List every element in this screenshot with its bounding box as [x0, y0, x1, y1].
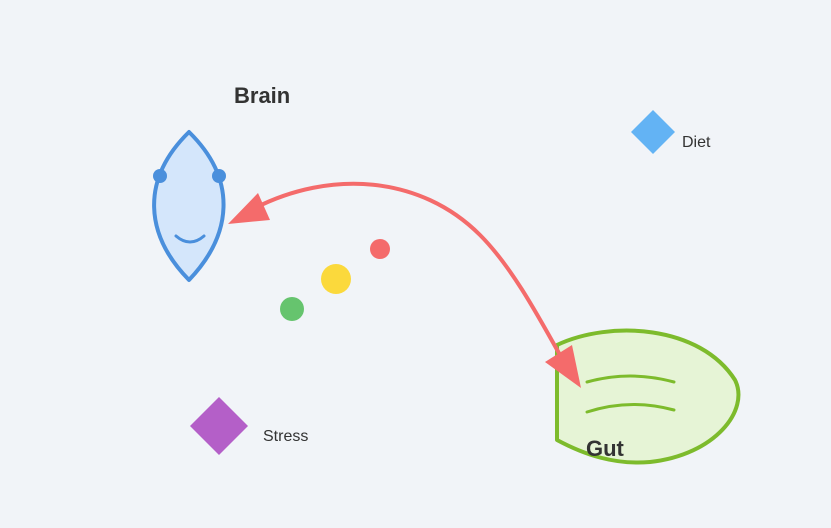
- gut-label: Gut: [586, 436, 625, 461]
- dot-green: [280, 297, 304, 321]
- stress-label: Stress: [263, 428, 308, 445]
- dot-red: [370, 239, 390, 259]
- brain-right-eye: [212, 169, 226, 183]
- signal-dots: [280, 239, 390, 321]
- arrowhead-to-brain: [228, 193, 270, 224]
- brain-icon: [152, 130, 226, 282]
- gut-icon: [555, 328, 741, 465]
- arrowhead-to-gut: [545, 345, 581, 388]
- bidirectional-arrow: [228, 181, 581, 388]
- dot-yellow: [321, 264, 351, 294]
- gut-line-bottom: [585, 403, 676, 414]
- arrow-curve: [253, 181, 562, 357]
- diet-label: Diet: [682, 134, 711, 151]
- gut-line-top: [585, 374, 676, 384]
- brain-smile: [174, 234, 206, 244]
- brain-node: Brain: [152, 83, 290, 282]
- stress-node: Stress: [190, 397, 308, 455]
- diet-diamond-icon: [631, 110, 675, 154]
- diet-node: Diet: [631, 110, 711, 154]
- brain-label: Brain: [234, 83, 290, 108]
- stress-diamond-icon: [190, 397, 248, 455]
- gut-node: Gut: [555, 328, 741, 465]
- brain-left-eye: [153, 169, 167, 183]
